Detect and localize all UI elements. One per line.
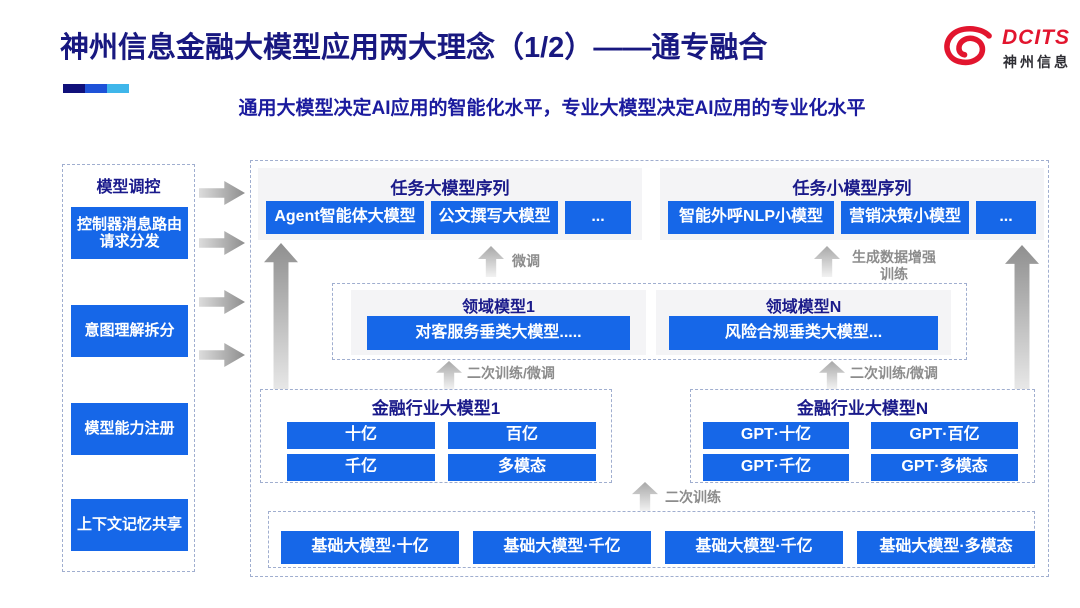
box-document-large-model: 公文撰写大模型 [431,201,558,234]
domain-model-n-title: 领域模型N [765,299,842,316]
box-base-model-hundred-billion-2: 基础大模型·千亿 [665,531,843,564]
box-customer-service-vertical-model: 对客服务垂类大模型..... [367,316,630,350]
box-gpt-ten-billion: GPT·百亿 [871,422,1018,449]
sidebar-title: 模型调控 [96,179,161,196]
industry-model-n-title: 金融行业大模型N [796,399,929,418]
box-outbound-nlp-small-model: 智能外呼NLP小模型 [668,201,834,234]
sidebar-item-context-memory: 上下文记忆共享 [71,499,188,551]
right-arrow-icon [199,343,245,367]
right-arrow-icon [199,181,245,205]
company-logo: DCITS 神州信息 [940,22,1072,74]
industry-model-1-title: 金融行业大模型1 [371,399,501,418]
slide-subtitle: 通用大模型决定AI应用的智能化水平，专业大模型决定AI应用的专业化水平 [238,98,866,119]
box-gpt-hundred-billion: GPT·千亿 [703,454,849,481]
box-marketing-small-model: 营销决策小模型 [841,201,969,234]
page-title: 神州信息金融大模型应用两大理念（1/2）——通专融合 [60,32,768,64]
box-base-model-multimodal: 基础大模型·多模态 [857,531,1035,564]
box-more-large-models: ... [565,201,631,234]
box-base-model-hundred-billion-1: 基础大模型·千亿 [473,531,651,564]
logo-brand-text-cn: 神州信息 [1003,54,1071,70]
right-arrow-icon [199,231,245,255]
domain-model-container: 领域模型1 对客服务垂类大模型..... 领域模型N 风险合规垂类大模型... [332,283,967,360]
sidebar-item-controller-routing: 控制器消息路由请求分发 [71,207,188,259]
dcits-swirl-icon [944,25,992,66]
logo-brand-text: DCITS [1002,26,1070,49]
box-risk-compliance-vertical-model: 风险合规垂类大模型... [669,316,938,350]
box-more-small-models: ... [976,201,1036,234]
box-hundred-billion: 千亿 [287,454,435,481]
box-ten-billion: 百亿 [448,422,596,449]
task-large-model-panel: 任务大模型序列 Agent智能体大模型 公文撰写大模型 ... [258,168,642,240]
box-multimodal: 多模态 [448,454,596,481]
fine-tune-label: 微调 [512,253,540,269]
domain-model-1-title: 领域模型1 [462,299,535,316]
industry-model-n-panel: 金融行业大模型N GPT·十亿 GPT·百亿 GPT·千亿 GPT·多模态 [690,389,1035,483]
gen-data-training-label: 生成数据增强训练 [852,249,936,282]
task-large-title: 任务大模型序列 [390,179,510,198]
sidebar-item-intent-split: 意图理解拆分 [71,305,188,357]
title-accent-bar [63,84,129,93]
task-small-title: 任务小模型序列 [792,179,912,198]
retrain-finetune-label-right: 二次训练/微调 [850,365,938,381]
domain-model-1-panel: 领域模型1 对客服务垂类大模型..... [351,290,646,355]
box-gpt-billion: GPT·十亿 [703,422,849,449]
sidebar-item-capability-register: 模型能力注册 [71,403,188,455]
industry-model-1-panel: 金融行业大模型1 十亿 百亿 千亿 多模态 [260,389,612,483]
box-base-model-billion: 基础大模型·十亿 [281,531,459,564]
base-model-panel: 基础大模型·十亿 基础大模型·千亿 基础大模型·千亿 基础大模型·多模态 [268,511,1035,568]
task-small-model-panel: 任务小模型序列 智能外呼NLP小模型 营销决策小模型 ... [660,168,1044,240]
retrain-finetune-label-left: 二次训练/微调 [467,365,555,381]
model-control-sidebar: 模型调控 控制器消息路由请求分发 意图理解拆分 模型能力注册 上下文记忆共享 [62,164,195,572]
right-arrow-icon [199,290,245,314]
box-billion: 十亿 [287,422,435,449]
box-gpt-multimodal: GPT·多模态 [871,454,1018,481]
retrain-label: 二次训练 [665,489,721,505]
box-agent-large-model: Agent智能体大模型 [266,201,424,234]
domain-model-n-panel: 领域模型N 风险合规垂类大模型... [656,290,951,355]
